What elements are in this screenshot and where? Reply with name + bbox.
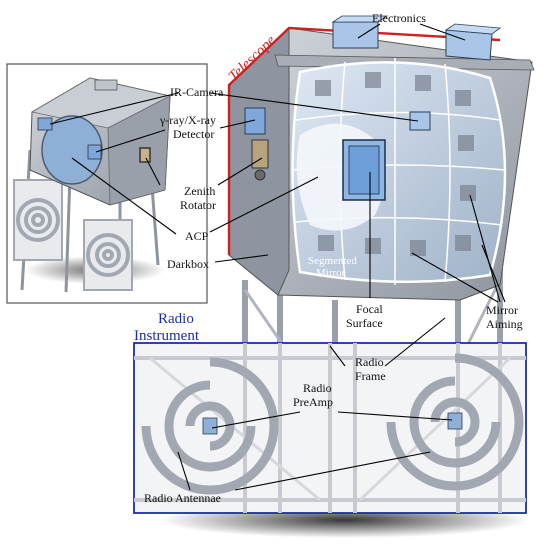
electronics-box-left: [332, 21, 379, 49]
label-mirror-aiming-line2: Aiming: [486, 317, 523, 331]
label-gamma-line2: Detector: [173, 127, 214, 141]
label-radio-frame-line1: Radio: [355, 355, 384, 369]
label-mirror-aiming-line1: Mirror: [486, 303, 518, 317]
ir-camera-main: [409, 111, 431, 131]
label-focal-line2: Surface: [346, 316, 383, 330]
radio-antenna-left: [141, 357, 279, 495]
inset-ir-camera: [37, 117, 53, 131]
label-gamma-line1: γ-ray/X-ray: [159, 113, 216, 127]
label-acp: ACP: [185, 229, 209, 243]
radio-instrument: [133, 342, 527, 514]
label-zenith-line2: Rotator: [180, 198, 216, 212]
gamma-detector-main: [244, 107, 266, 135]
label-radio-preamp-line1: Radio: [303, 381, 332, 395]
label-radio-antennae: Radio Antennae: [144, 491, 221, 505]
radio-antenna-right: [386, 353, 524, 491]
label-radio-instrument-line1: Radio: [158, 311, 194, 327]
label-segmented-line1: Segmented: [308, 255, 357, 267]
label-electronics: Electronics: [372, 11, 426, 25]
radio-preamp-left: [202, 417, 218, 435]
telescope-outline: [227, 26, 501, 255]
label-segmented-line2: Mirror: [316, 267, 346, 279]
zenith-rotator-main: [251, 139, 269, 181]
inset-antenna-right: [83, 219, 133, 291]
electronics-box-right: [445, 29, 493, 61]
pointer-lines: [49, 23, 506, 491]
inset-gamma-detector: [87, 144, 102, 160]
label-radio-preamp-line2: PreAmp: [293, 395, 333, 409]
radio-preamp-right: [447, 412, 463, 430]
label-zenith-line1: Zenith: [184, 184, 215, 198]
inset-zenith-rotator: [139, 147, 151, 163]
label-ir-camera: IR-Camera: [170, 85, 224, 99]
inset-antenna-left: [13, 179, 63, 261]
electronics-boxes: [331, 15, 502, 61]
label-darkbox: Darkbox: [167, 257, 209, 271]
label-focal-line1: Focal: [356, 302, 383, 316]
label-radio-frame-line2: Frame: [355, 369, 386, 383]
label-radio-instrument-line2: Instrument: [134, 328, 200, 344]
